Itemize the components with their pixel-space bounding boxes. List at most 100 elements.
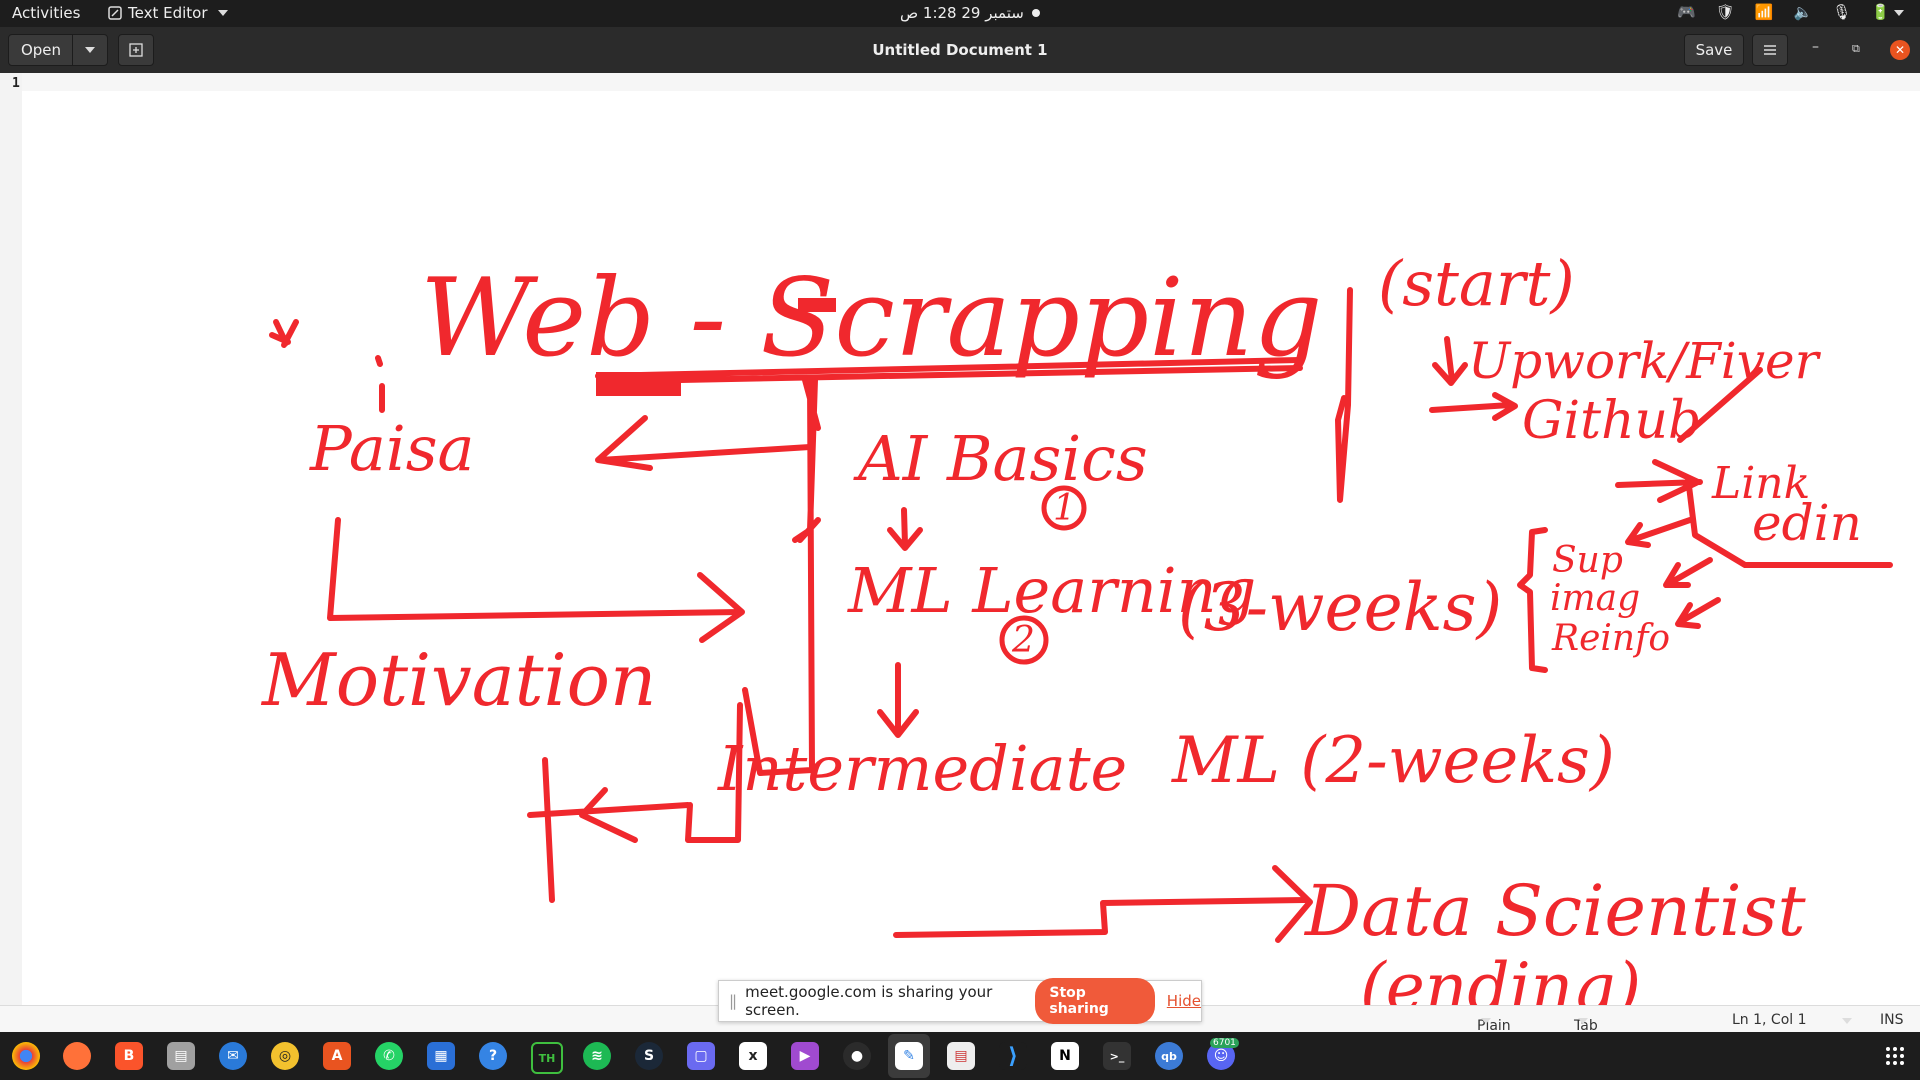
microphone-icon[interactable]: 🎙	[1832, 3, 1852, 21]
new-tab-button[interactable]	[118, 34, 154, 66]
maximize-button[interactable]: ⧉	[1852, 42, 1860, 55]
header-bar: Open Untitled Document 1 Save – ⧉ ✕	[0, 27, 1920, 73]
clock[interactable]: ستمبر 29 1:28 ص	[900, 4, 1024, 22]
save-button[interactable]: Save	[1684, 34, 1744, 66]
flow-line-down	[742, 377, 821, 776]
intermediate-text: Intermediate	[717, 732, 1127, 805]
steam-icon[interactable]: S	[635, 1042, 663, 1070]
paisa-text: Paisa	[309, 412, 475, 485]
open-menu-button[interactable]	[72, 34, 108, 66]
start-text: (start)	[1378, 247, 1575, 320]
fiverr-slash	[1677, 367, 1763, 443]
battery-icon[interactable]: 🔋	[1871, 3, 1904, 21]
circle-1	[1041, 485, 1087, 531]
wifi-icon[interactable]: 📶	[1754, 3, 1774, 21]
data-scientist-text: Data Scientist	[1303, 870, 1806, 952]
stop-sharing-button[interactable]: Stop sharing	[1035, 978, 1155, 1024]
github-arrow	[1429, 392, 1518, 421]
line-number: 1	[12, 76, 20, 91]
ml-two-weeks-text: ML (2-weeks)	[1171, 724, 1615, 798]
chrome-icon[interactable]	[12, 1042, 40, 1070]
upwork-down-arrow	[1432, 336, 1468, 386]
minimize-button[interactable]: –	[1812, 39, 1819, 55]
text-editor-taskbar-icon[interactable]: ✎	[895, 1042, 923, 1070]
brave-icon[interactable]: B	[115, 1042, 143, 1070]
text-editor-icon	[108, 6, 122, 20]
paisa-arrow	[595, 415, 813, 471]
github-text: Github	[1522, 391, 1701, 451]
three-weeks-text: (3-weeks)	[1178, 569, 1502, 646]
thunderbird-icon[interactable]: ✉	[219, 1042, 247, 1070]
left-arrow-cross	[527, 702, 743, 903]
screenshot-icon[interactable]: ▢	[687, 1042, 715, 1070]
writer-icon[interactable]: ▦	[427, 1042, 455, 1070]
window-title: Untitled Document 1	[872, 41, 1048, 59]
down-arrow	[269, 319, 299, 348]
curly-bracket	[1517, 527, 1548, 673]
spotify-icon[interactable]: ≋	[583, 1042, 611, 1070]
video-icon[interactable]: ▶	[791, 1042, 819, 1070]
close-button[interactable]: ✕	[1890, 40, 1910, 60]
main-underline	[595, 357, 1303, 383]
vscode-icon[interactable]: ⟩	[999, 1042, 1027, 1070]
whatsapp-icon[interactable]: ✆	[375, 1042, 403, 1070]
app-menu[interactable]: Text Editor	[108, 4, 228, 22]
data-scientist-arrow	[893, 865, 1313, 943]
software-icon[interactable]: A	[323, 1042, 351, 1070]
terminal-icon[interactable]: >_	[1103, 1042, 1131, 1070]
linkedin-arrow	[1615, 459, 1893, 568]
firefox-icon[interactable]	[63, 1042, 91, 1070]
app-name: Text Editor	[128, 4, 208, 22]
notion-icon[interactable]: N	[1051, 1042, 1079, 1070]
discord-tray-icon[interactable]: 🎮	[1677, 3, 1696, 21]
web-scrapping-text: Web - Scrapping	[420, 256, 1322, 381]
upwork-text: Upwork/Fiver	[1468, 332, 1822, 390]
cursor-position[interactable]: Ln 1, Col 1	[1732, 1012, 1807, 1028]
shield-icon[interactable]: 🛡	[1715, 3, 1735, 21]
current-line-highlight	[22, 73, 1920, 91]
terminal-green-icon[interactable]: TH	[531, 1042, 563, 1074]
geogebra-icon[interactable]: x	[739, 1042, 767, 1070]
hide-link[interactable]: Hide	[1166, 992, 1201, 1010]
top-bar: Activities Text Editor ستمبر 29 1:28 ص 🎮…	[0, 0, 1920, 27]
circle-1-text: 1	[1053, 488, 1076, 529]
share-message: meet.google.com is sharing your screen.	[745, 983, 993, 1019]
motivation-text: Motivation	[260, 638, 656, 722]
circle-2-text: 2	[1011, 620, 1035, 661]
drag-handle-icon[interactable]: ||	[729, 992, 737, 1010]
insert-mode: INS	[1880, 1012, 1904, 1028]
linkedin-text-1: Link	[1711, 458, 1810, 509]
files-icon[interactable]: ▤	[167, 1042, 195, 1070]
activities-button[interactable]: Activities	[12, 4, 81, 22]
qbittorrent-icon[interactable]: qb	[1155, 1042, 1183, 1070]
underline-block	[596, 372, 681, 396]
dot-stroke	[375, 355, 385, 413]
dash-block	[798, 298, 836, 312]
system-tray[interactable]: 🎮 🛡 📶 🔈 🎙 🔋	[1677, 3, 1904, 21]
obs-icon[interactable]: ●	[843, 1042, 871, 1070]
img-arrow	[1663, 557, 1713, 588]
sup-text: Sup	[1552, 540, 1623, 581]
ai-basics-text: AI Basics	[853, 422, 1148, 495]
circle-2	[999, 615, 1049, 665]
rein-text: Reinfo	[1551, 618, 1670, 659]
ml-down-arrow	[877, 662, 919, 738]
vertical-right	[1335, 287, 1353, 503]
open-button[interactable]: Open	[8, 34, 74, 66]
menu-icon	[1764, 45, 1776, 55]
screen-share-banner: || meet.google.com is sharing your scree…	[718, 978, 1202, 1024]
motivation-arrow	[327, 517, 745, 643]
help-icon[interactable]: ?	[479, 1042, 507, 1070]
rhythmbox-icon[interactable]: ◎	[271, 1042, 299, 1070]
rein-arrow	[1675, 597, 1721, 629]
ml-learning-text: ML Learning	[847, 554, 1256, 627]
volume-icon[interactable]: 🔈	[1793, 3, 1813, 21]
show-apps-button[interactable]	[1886, 1047, 1904, 1065]
hamburger-menu-button[interactable]	[1752, 34, 1788, 66]
img-text: imag	[1550, 578, 1640, 619]
notification-dot	[1032, 9, 1040, 17]
document-viewer-icon[interactable]: ▤	[947, 1042, 975, 1070]
sup-arrow	[1625, 517, 1693, 548]
ai-down-arrow	[887, 507, 923, 551]
